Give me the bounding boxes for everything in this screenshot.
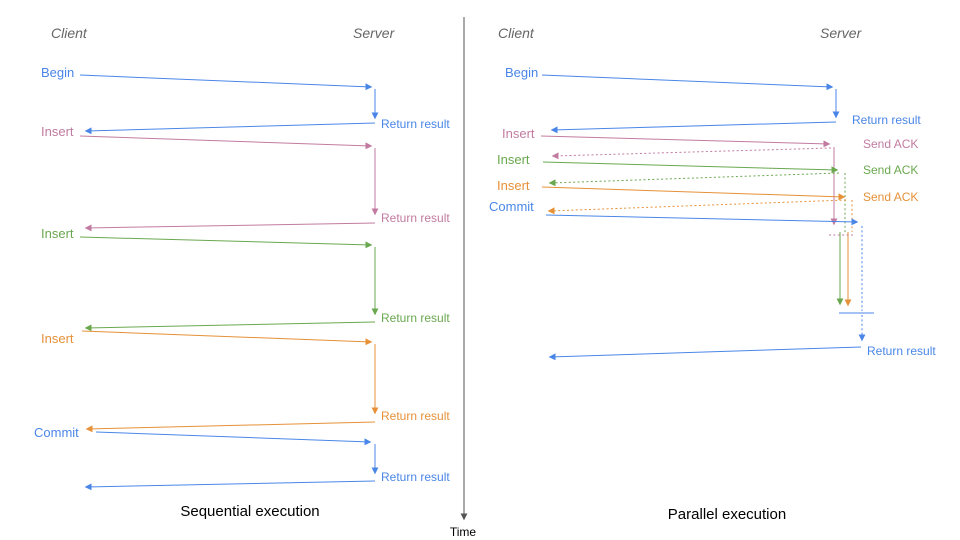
par-insert3-send-arrow [541, 186, 846, 201]
par-begin-return-arrow [550, 121, 837, 134]
par-insert3-ack-arrow [547, 199, 847, 215]
seq-commit-return-arrow [84, 480, 376, 491]
seq-begin-result-label: Return result [381, 117, 450, 131]
par-insert1-ack-arrow [551, 147, 832, 160]
par-insert2-ack-label: Send ACK [863, 163, 918, 177]
seq-server-header: Server [353, 25, 396, 41]
par-caption: Parallel execution [668, 506, 786, 523]
par-server-header: Server [820, 25, 863, 41]
seq-insert2-label: Insert [41, 226, 74, 241]
seq-insert3-label: Insert [41, 331, 74, 346]
seq-insert3-result-label: Return result [381, 409, 450, 423]
par-commit-label: Commit [489, 199, 534, 214]
seq-begin-label: Begin [41, 65, 74, 80]
seq-caption: Sequential execution [180, 503, 319, 520]
par-client-header: Client [498, 25, 535, 41]
seq-insert1-send-arrow [79, 135, 373, 150]
seq-begin-return-arrow [84, 122, 376, 135]
par-begin-send-arrow [541, 74, 834, 91]
par-insert2-label: Insert [497, 152, 530, 167]
par-insert3-ack-label: Send ACK [863, 190, 918, 204]
seq-insert2-result-label: Return result [381, 311, 450, 325]
time-axis-label: Time [450, 525, 477, 539]
seq-insert1-result-label: Return result [381, 211, 450, 225]
seq-client-header: Client [51, 25, 88, 41]
par-insert1-ack-label: Send ACK [863, 137, 918, 151]
seq-insert2-send-arrow [79, 236, 373, 249]
par-begin-result-label: Return result [852, 113, 921, 127]
par-insert2-send-arrow [542, 161, 839, 174]
par-insert2-ack-arrow [548, 172, 840, 187]
seq-insert3-send-arrow [81, 330, 373, 346]
seq-insert1-label: Insert [41, 124, 74, 139]
seq-begin-send-arrow [79, 74, 373, 91]
seq-commit-send-arrow [95, 431, 372, 446]
seq-commit-label: Commit [34, 425, 79, 440]
par-final-result-label: Return result [867, 344, 936, 358]
seq-commit-result-label: Return result [381, 470, 450, 484]
par-insert1-send-arrow [540, 135, 831, 148]
seq-insert3-return-arrow [85, 421, 376, 433]
par-begin-label: Begin [505, 65, 538, 80]
par-insert3-label: Insert [497, 178, 530, 193]
seq-insert1-return-arrow [84, 222, 376, 232]
par-commit-send-arrow [545, 214, 859, 226]
par-insert1-label: Insert [502, 126, 535, 141]
par-final-return-arrow [548, 346, 862, 361]
seq-insert2-return-arrow [84, 321, 376, 332]
